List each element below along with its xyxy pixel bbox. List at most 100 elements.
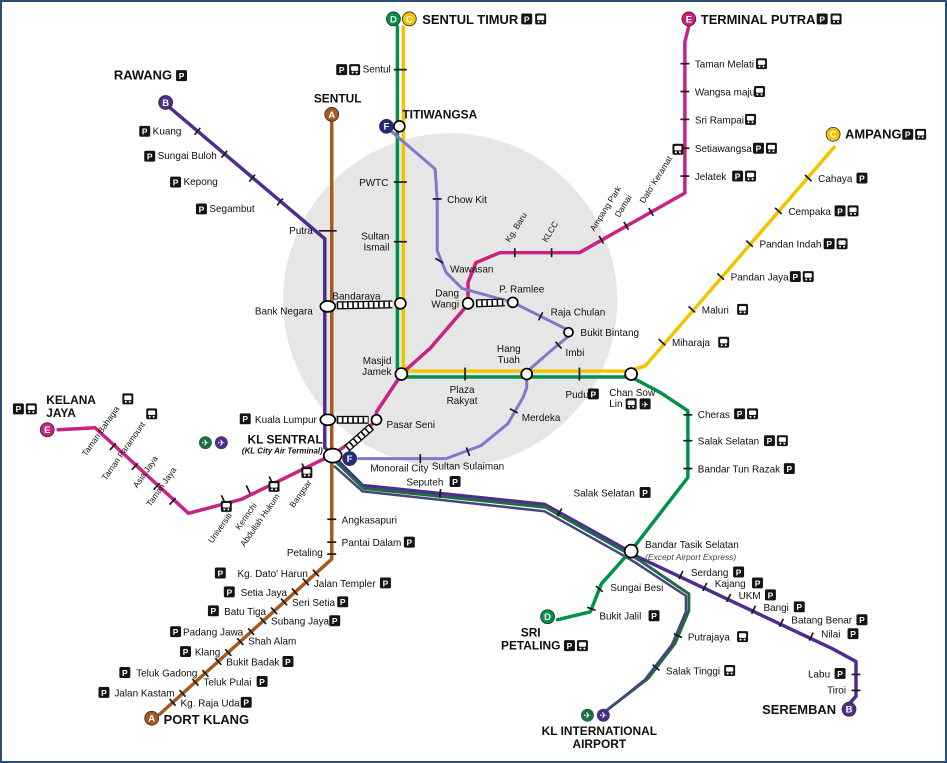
label-pasar-seni: Pasar Seni — [386, 420, 435, 431]
kl-sentral-plane-green-icon: ✈ — [198, 436, 212, 450]
svg-text:P: P — [226, 587, 232, 597]
label-salak-selatan-ktm: Salak Selatan — [573, 488, 634, 499]
label-kl-sentral: KL SENTRAL — [247, 433, 322, 447]
label-titiwangsa: TITIWANGSA — [402, 107, 477, 121]
label-batu-tiga: Batu Tiga — [224, 607, 266, 618]
rawang-parking-icon: P — [176, 70, 188, 82]
interchange-bandaraya — [394, 297, 407, 310]
cempaka-parking-icon: P — [834, 205, 846, 217]
dato-keramat-bus-icon — [672, 143, 684, 155]
station-tick-bangi — [750, 605, 757, 615]
svg-text:P: P — [905, 130, 911, 140]
station-tick-subang-jaya — [259, 616, 267, 625]
line-badge-letter: E — [44, 425, 50, 436]
label-bandar-tun-razak: Bandar Tun Razak — [698, 465, 780, 476]
label-cempaka: Cempaka — [788, 207, 831, 218]
station-tick-kerinchi — [245, 485, 251, 494]
label-seputeh: Seputeh — [406, 477, 443, 488]
interchange-bandar-tasik-selatan — [623, 543, 639, 559]
label-plaza-rakyat-line1: Plaza — [450, 385, 475, 396]
svg-text:P: P — [142, 127, 148, 137]
station-tick-damai — [623, 221, 630, 231]
sungai-buloh-parking-icon: P — [144, 150, 156, 162]
label-bts-note: (Except Airport Express) — [645, 552, 736, 562]
line-badge-letter: A — [328, 110, 335, 121]
padang-jawa-parking-icon: P — [170, 626, 182, 638]
terminal-putra-bus-icon — [830, 13, 842, 25]
station-tick-sungai-besi — [595, 585, 604, 593]
label-sentul-timur: SENTUL TIMUR — [422, 12, 519, 27]
label-salak-tinggi: Salak Tinggi — [666, 666, 720, 677]
label-sri-rampai: Sri Rampai — [695, 115, 744, 126]
label-pantai-dalam: Pantai Dalam — [342, 538, 402, 549]
label-wangsa-maju: Wangsa maju — [695, 88, 755, 99]
salak-selatan-ktm-parking-icon: P — [639, 486, 651, 498]
line-badge-letter: A — [148, 714, 155, 725]
station-tick-batang-benar — [778, 618, 785, 628]
svg-text:P: P — [736, 567, 742, 577]
label-sentul-ktm: SENTUL — [314, 91, 362, 105]
label-serdang: Serdang — [691, 568, 729, 579]
svg-text:P: P — [332, 616, 338, 626]
svg-text:P: P — [452, 477, 458, 487]
label-seremban: SEREMBAN — [762, 702, 836, 717]
label-nilai: Nilai — [821, 630, 840, 641]
label-bukit-badak: Bukit Badak — [226, 658, 279, 669]
interchange-dang-wangi — [461, 297, 475, 310]
label-setiawangsa: Setiawangsa — [695, 144, 752, 155]
interchange-kl-sentral — [322, 447, 343, 464]
line-badge-letter: B — [162, 98, 169, 109]
label-batang-benar: Batang Benar — [791, 616, 852, 627]
label-teluk-pulai: Teluk Pulai — [203, 677, 251, 688]
line-badge-f-titiwangsa: F — [379, 118, 394, 134]
station-tick-kajang — [702, 582, 708, 592]
label-kepong: Kepong — [184, 177, 218, 188]
svg-text:P: P — [199, 204, 205, 214]
line-badge-letter: B — [846, 705, 853, 716]
svg-text:P: P — [826, 239, 832, 249]
sentul-lrt-bus-icon — [349, 64, 361, 76]
label-seri-setia: Seri Setia — [292, 598, 336, 609]
batu-tiga-parking-icon: P — [207, 605, 219, 617]
svg-text:P: P — [407, 538, 413, 548]
label-p-ramlee: P. Ramlee — [499, 284, 545, 295]
interchange-p-ramlee — [506, 296, 519, 309]
svg-text:P: P — [242, 414, 248, 424]
station-tick-sultan-sulaiman — [465, 447, 471, 457]
kl-sentral-plane-purple-icon: ✈ — [214, 436, 228, 450]
ukm-parking-icon: P — [764, 589, 776, 601]
label-sungai-buloh: Sungai Buloh — [158, 151, 217, 162]
line-erl-airport-transit — [333, 465, 688, 716]
interchange-pasar-seni — [370, 413, 383, 426]
interchange-kuala-lumpur — [319, 413, 337, 427]
label-subang-jaya: Subang Jaya — [271, 617, 329, 628]
label-pudu: Pudu — [566, 390, 589, 401]
svg-text:P: P — [591, 389, 597, 399]
label-terminal-putra: TERMINAL PUTRA — [701, 12, 816, 27]
station-tick-cempaka — [774, 207, 783, 215]
station-tick-kuang — [193, 127, 201, 136]
station-tick-maluri — [687, 305, 696, 314]
svg-text:P: P — [768, 590, 774, 600]
abdullah-hukum-bus-icon — [268, 480, 280, 492]
station-tick-salak-selatan-ktm — [556, 508, 563, 517]
station-tick-kepong — [248, 174, 256, 183]
walkway-pasar-seni-kl-sentral — [344, 423, 375, 452]
svg-text:✈: ✈ — [600, 711, 608, 721]
label-taman-melati: Taman Melati — [695, 60, 754, 71]
line-ktm-sentul-port-klang — [157, 117, 334, 716]
station-tick-jalan-kastam — [178, 689, 187, 698]
station-tick-sungai-buloh — [220, 150, 228, 159]
label-chan-sow-lin-line2: Lin — [609, 399, 622, 410]
label-putra: Putra — [289, 226, 313, 237]
svg-text:P: P — [755, 578, 761, 588]
station-tick-pandan-jaya — [716, 272, 725, 281]
chan-sow-lin-bus-icon — [625, 398, 637, 410]
bangi-parking-icon: P — [793, 601, 805, 613]
line-badge-letter: D — [390, 14, 397, 25]
label-bandaraya: Bandaraya — [332, 291, 381, 302]
jalan-kastam-parking-icon: P — [98, 686, 110, 698]
line-badge-e-kelana-jaya: E — [39, 422, 55, 438]
label-sungai-besi: Sungai Besi — [610, 583, 663, 594]
universiti-bus-icon — [220, 500, 232, 512]
